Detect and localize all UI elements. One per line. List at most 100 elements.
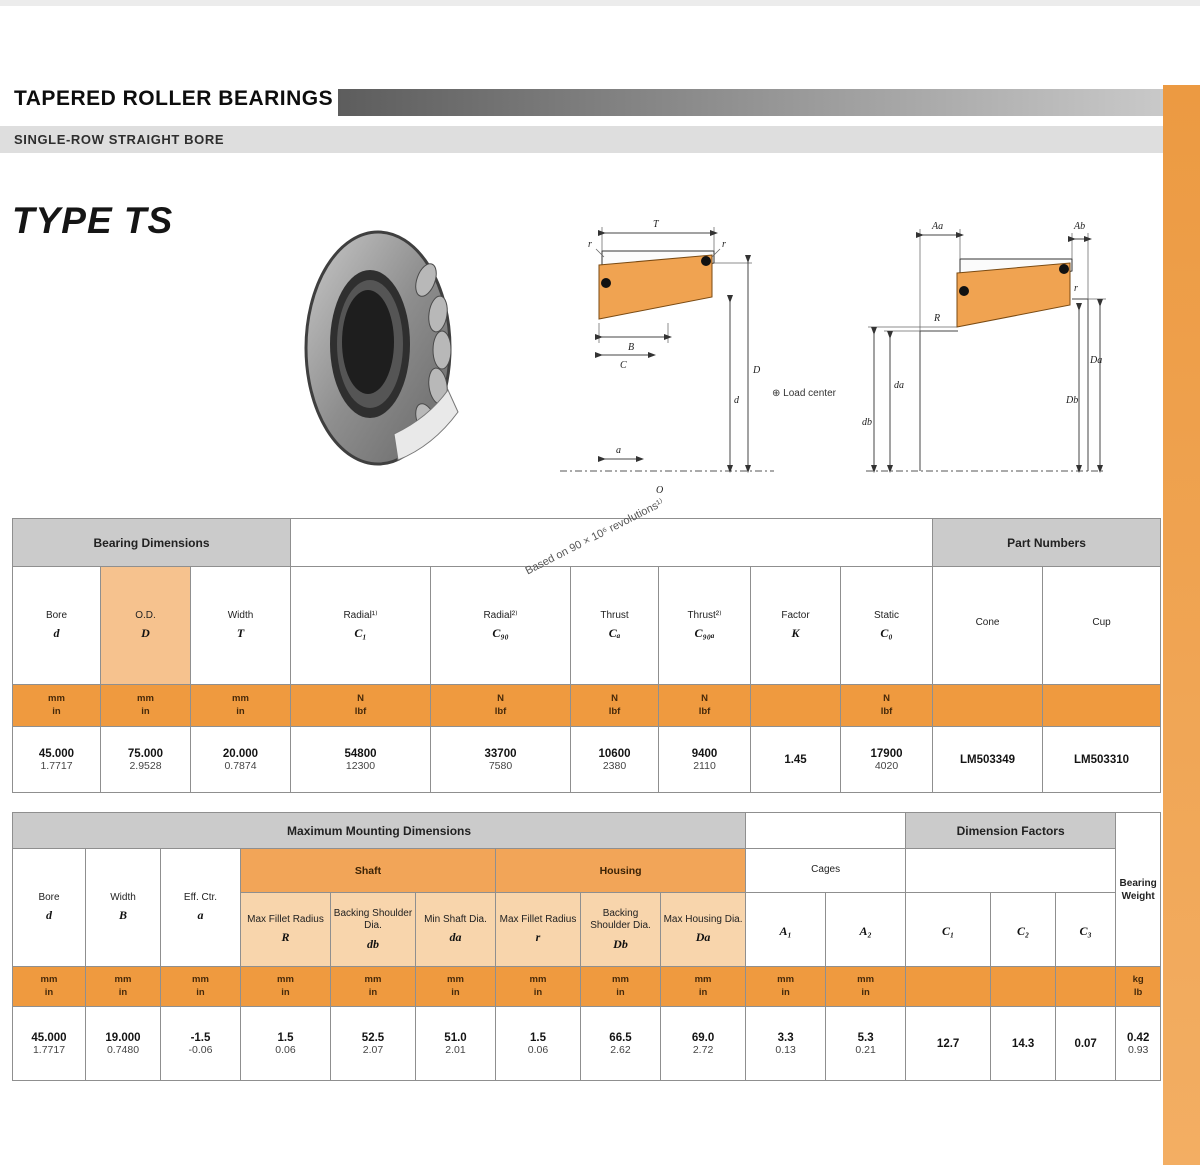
t2-section-mounting: Maximum Mounting Dimensions [11,812,747,849]
t2-col-head-backing-Db: Backing Shoulder Dia.Db [580,892,661,967]
t2-col-head-shaft-da: Min Shaft Dia.da [415,892,496,967]
dim-label-r: r [1074,283,1078,294]
dim-label-d: d [734,395,740,406]
t2-col-head-c1: C₁ [905,892,992,967]
t1-col-head-od: O.D.D [100,566,191,685]
t2-blank [745,812,907,849]
t2-col-head-eff-ctr: Eff. Ctr.a [160,848,241,967]
t1-col-head-cone: Cone [932,566,1044,685]
edge-accent-stripe [1163,85,1200,1165]
bearing-cage-flange [393,389,459,461]
type-label: TYPE TS [12,200,174,241]
t1-col-head-cup: Cup [1042,566,1162,685]
t2-col-head-backing-db: Backing Shoulder Dia.db [330,892,416,967]
t2-col-head-a1: A₁ [745,892,827,967]
t1-col-head-radial1: Radial¹⁾C₁ [290,566,432,685]
t2-col-head-a2: A₂ [825,892,907,967]
dim-label-a: a [616,445,621,456]
section-diagram-2: Aa Ab R r da db Da Db [862,221,1106,473]
header-bar [338,89,1163,116]
t2-col-head-c2: C₂ [990,892,1057,967]
dimension-lines [595,227,752,473]
t2-unit-cell [990,966,1057,1007]
dim-label-da: da [894,380,904,391]
dim-label-T: T [653,219,660,230]
t1-col-head-thrust2: Thrust²⁾C₉₀ₐ [658,566,752,685]
dim-label-r1: r [588,239,592,250]
dim-label-O: O [656,485,663,496]
dim-label-C: C [620,360,627,371]
t1-data-cell-cone: LM503349 [932,726,1044,793]
t1-unit-cell [1042,684,1162,727]
shaft-housing-outline [919,298,1089,471]
bearing-photo [304,230,459,466]
page-title: TAPERED ROLLER BEARINGS [14,87,334,110]
t2-unit-cell [905,966,992,1007]
t1-section-dimensions: Bearing Dimensions [11,518,292,567]
t2-group-housing: Housing [494,848,747,893]
cone-section [956,262,1071,328]
t2-data-cell: 14.3 [990,1006,1057,1081]
page-subtitle: SINGLE-ROW STRAIGHT BORE [14,132,225,147]
t2-blank [905,848,1117,893]
mounting-table: Maximum Mounting Dimensions Dimension Fa… [11,812,1162,1081]
page-subtitle-band: SINGLE-ROW STRAIGHT BORE [0,126,1163,153]
dim-label-Da: Da [1089,355,1102,366]
t2-col-head-housing-Da: Max Housing Dia.Da [659,892,747,967]
t1-data-cell: 1.45 [750,726,842,793]
page-header: TAPERED ROLLER BEARINGS [0,85,1163,119]
t2-data-cell: -1.5-0.06 [160,1006,241,1081]
dim-label-Ab: Ab [1073,221,1085,232]
dim-label-D: D [752,365,761,376]
cone-section [598,254,713,320]
t1-ratings-area: Based on 90 × 10⁶ revolutions¹⁾ [290,497,934,577]
t1-data-cell-cup: LM503310 [1042,726,1162,793]
t2-data-cell: 0.07 [1055,1006,1117,1081]
load-center-note: ⊕ Load center [772,388,836,399]
top-rule [0,0,1200,6]
t1-section-part-numbers: Part Numbers [932,518,1162,567]
t1-unit-cell [750,684,842,727]
t1-unit-cell [932,684,1044,727]
ratings-table: Bearing Dimensions Based on 90 × 10⁶ rev… [11,497,1162,793]
